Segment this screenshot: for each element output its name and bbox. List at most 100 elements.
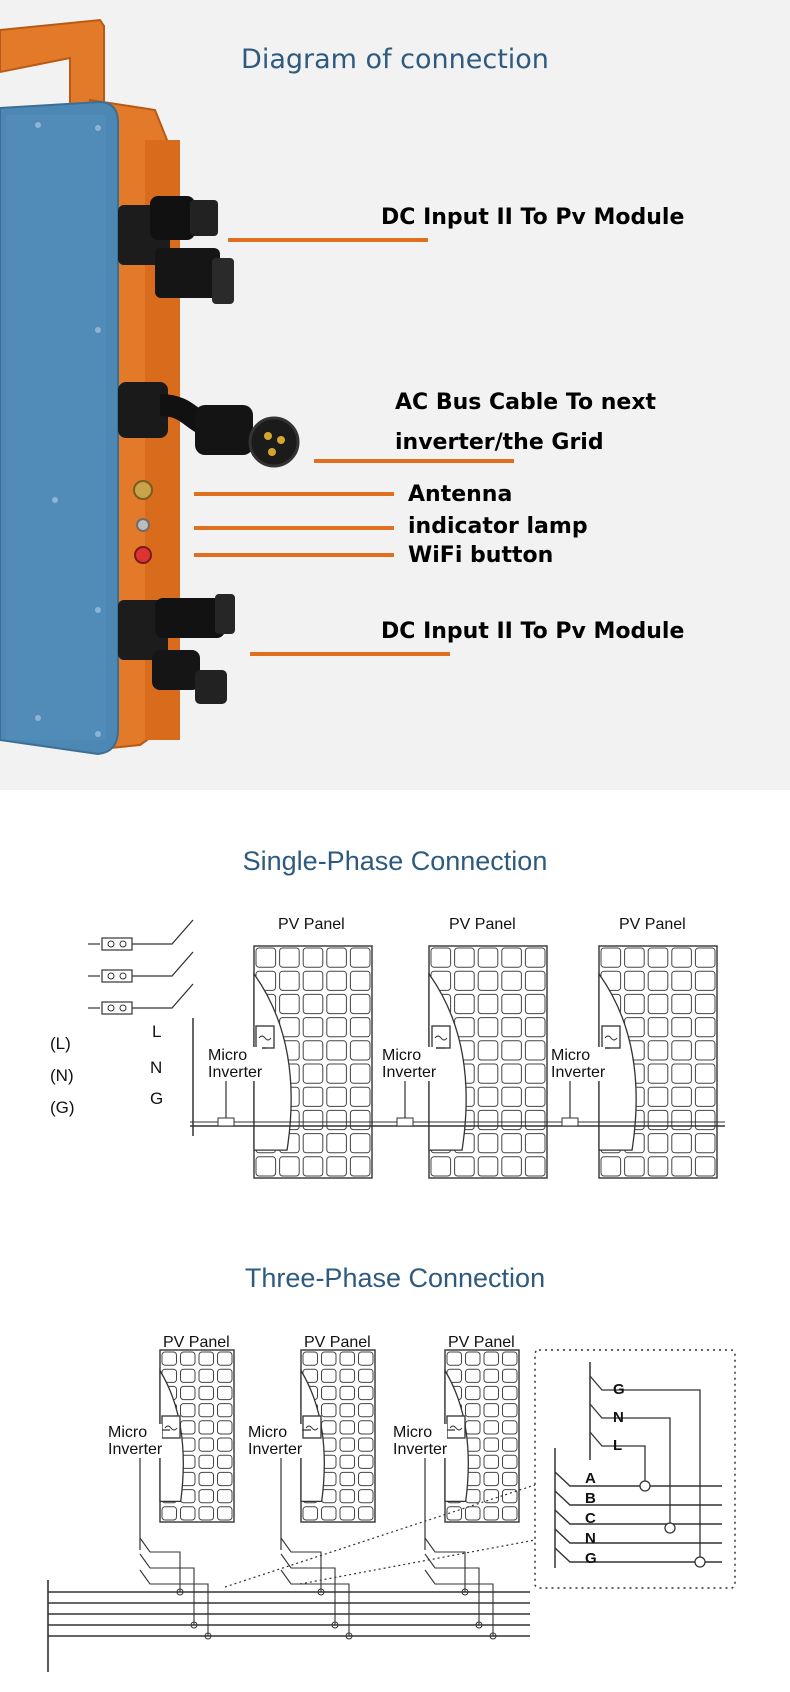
leader-line-dc-bottom: [250, 652, 450, 656]
three-phase-micro-inverter-2-symbol: [305, 1425, 319, 1431]
connection-diagram-section: Diagram of connection DC Input II To Pv …: [0, 0, 790, 790]
terminal-line-0: [132, 919, 194, 945]
leader-line-antenna: [194, 492, 394, 496]
leader-line-wifi-button: [194, 553, 394, 557]
detail-bus-line-path-4: [554, 1547, 722, 1563]
detail-bus-line-g: G: [585, 1550, 597, 1567]
single-phase-diagram: [88, 919, 725, 1179]
callout-ac-bus-line2: inverter/the Grid: [395, 430, 604, 455]
detail-inverter-line-path-2: [589, 1431, 646, 1486]
three-phase-detail-pointer-1: [224, 1484, 536, 1588]
line-label-g: G: [150, 1089, 164, 1108]
detail-inverter-line-path-0: [589, 1375, 701, 1562]
leader-line-indicator-lamp: [194, 526, 394, 530]
three-phase-tap-2-0: [280, 1537, 322, 1592]
single-phase-panel-label-3: PV Panel: [619, 916, 686, 933]
three-phase-detail-box: [534, 1349, 736, 1589]
detail-inverter-line-n: N: [613, 1409, 624, 1426]
three-phase-micro-inverter-1: [161, 1415, 181, 1439]
single-phase-junction-1: [217, 1117, 235, 1127]
callout-antenna: Antenna: [408, 482, 513, 507]
three-phase-tap-1-2: [139, 1569, 209, 1636]
single-phase-micro-inverter-3: [601, 1025, 621, 1049]
single-phase-title: Single-Phase Connection: [242, 846, 548, 876]
detail-bus-line-path-0: [554, 1471, 722, 1487]
three-phase-tap-node-3-2: [489, 1632, 497, 1640]
single-phase-micro-inverter-2: [431, 1025, 451, 1049]
three-phase-tap-node-1-1: [190, 1621, 198, 1629]
three-phase-panel-label-2: PV Panel: [304, 1334, 371, 1351]
callout-dc-input-top: DC Input II To Pv Module: [381, 205, 685, 230]
detail-bus-node-0: [639, 1480, 651, 1492]
callout-wifi-button: WiFi button: [408, 543, 554, 568]
callout-indicator-lamp: indicator lamp: [408, 514, 588, 539]
detail-bus-line-path-2: [554, 1509, 722, 1525]
three-phase-tap-node-3-0: [461, 1588, 469, 1596]
three-phase-micro-inverter-3-symbol: [449, 1425, 463, 1431]
detail-bus-line-path-1: [554, 1490, 722, 1506]
callout-dc-input-bottom: DC Input II To Pv Module: [381, 619, 685, 644]
three-phase-micro-inverter-3: [446, 1415, 466, 1439]
callout-ac-bus-line1: AC Bus Cable To next: [395, 390, 657, 415]
three-phase-panel-label-3: PV Panel: [448, 1334, 515, 1351]
terminal-screw-b-0: [119, 940, 127, 948]
three-phase-tap-node-2-1: [331, 1621, 339, 1629]
single-phase-micro-inverter-3-symbol: [604, 1035, 618, 1041]
three-phase-tap-1-0: [139, 1537, 181, 1592]
single-phase-pv-panel-3: [598, 945, 718, 1179]
terminal-line-2: [132, 983, 194, 1009]
three-phase-tap-node-1-0: [176, 1588, 184, 1596]
line-label-n: N: [150, 1058, 163, 1077]
detail-inverter-line-g: G: [613, 1381, 625, 1398]
detail-bus-line-n: N: [585, 1530, 596, 1547]
three-phase-panel-label-1: PV Panel: [163, 1334, 230, 1351]
detail-bus-node-2: [694, 1556, 706, 1568]
ac-bus-connector: [118, 382, 300, 468]
three-phase-title: Three-Phase Connection: [244, 1263, 546, 1293]
dc-connector-top: [118, 196, 234, 304]
three-phase-tap-node-2-0: [317, 1588, 325, 1596]
dc-connector-bottom: [118, 594, 235, 704]
three-phase-tap-node-2-2: [345, 1632, 353, 1640]
terminal-screw-b-1: [119, 972, 127, 980]
detail-bus-line-c: C: [585, 1510, 596, 1527]
leader-line-dc-top: [228, 238, 428, 242]
terminal-tag-l: (L): [50, 1034, 71, 1053]
single-phase-micro-inverter-1: [255, 1025, 275, 1049]
three-phase-tap-3-2: [424, 1569, 494, 1636]
connection-diagram-title: Diagram of connection: [241, 44, 549, 75]
line-label-l: L: [152, 1022, 162, 1041]
front-panel-controls: [133, 480, 153, 564]
terminal-block-2: [101, 1001, 133, 1015]
three-phase-micro-inverter-1-symbol: [164, 1425, 178, 1431]
three-phase-diagram: [47, 1349, 736, 1672]
three-phase-micro-inverter-2: [302, 1415, 322, 1439]
terminal-block-1: [101, 969, 133, 983]
detail-bus-node-1: [664, 1522, 676, 1534]
three-phase-tap-3-0: [424, 1537, 466, 1592]
single-phase-junction-2: [396, 1117, 414, 1127]
three-phase-tap-1-1: [139, 1553, 195, 1625]
three-phase-detail-pointer-2: [299, 1539, 536, 1585]
terminal-block-0: [101, 937, 133, 951]
terminal-tag-g: (G): [50, 1098, 75, 1117]
single-phase-pv-panel-1: [253, 945, 373, 1179]
detail-bus-line-b: B: [585, 1490, 596, 1507]
terminal-line-1: [132, 951, 194, 977]
single-phase-junction-3: [561, 1117, 579, 1127]
detail-bus-line-path-3: [554, 1528, 722, 1544]
terminal-tag-n: (N): [50, 1066, 74, 1085]
terminal-screw-a-2: [107, 1004, 115, 1012]
single-phase-micro-inverter-2-symbol: [434, 1035, 448, 1041]
micro-inverter-illustration: [0, 18, 300, 756]
detail-inverter-line-l: L: [613, 1437, 623, 1454]
single-phase-micro-inverter-1-symbol: [258, 1035, 272, 1041]
terminal-screw-a-0: [107, 940, 115, 948]
terminal-screw-b-2: [119, 1004, 127, 1012]
single-phase-panel-label-1: PV Panel: [278, 916, 345, 933]
